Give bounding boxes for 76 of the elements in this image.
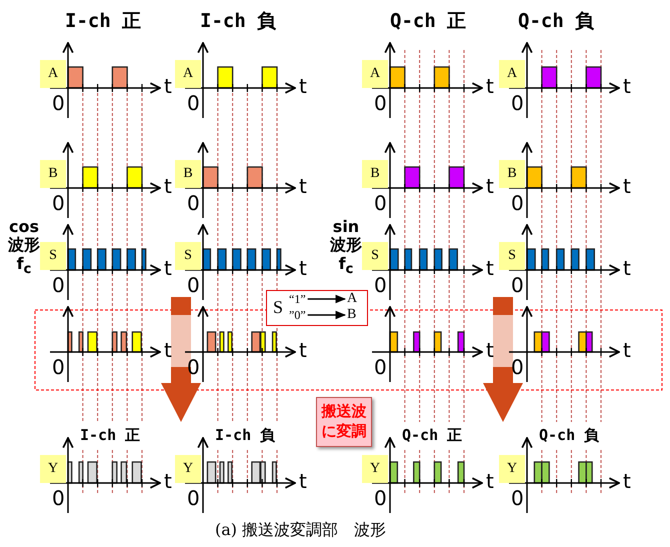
origin-label: 0 (511, 193, 524, 213)
signal-tag: Y (362, 455, 388, 483)
axis-label: t (299, 340, 307, 360)
axis-label: t (623, 340, 631, 360)
origin-label: 0 (187, 357, 200, 377)
signal-tag: A (40, 60, 66, 88)
signal-tag: B (40, 160, 66, 188)
origin-label: 0 (374, 275, 387, 295)
signal-tag: B (362, 160, 388, 188)
axis-label: t (164, 258, 172, 278)
origin-label: 0 (52, 357, 65, 377)
origin-label: 0 (52, 193, 65, 213)
origin-label: 0 (374, 193, 387, 213)
origin-label: 0 (187, 193, 200, 213)
origin-label: 0 (187, 488, 200, 508)
axis-label: t (299, 471, 307, 491)
signal-tag: B (175, 160, 201, 188)
signal-tag: A (362, 60, 388, 88)
signal-tag: S (40, 242, 66, 270)
origin-label: 0 (374, 357, 387, 377)
signal-tag: S (175, 242, 201, 270)
arrow (308, 310, 346, 320)
side-label: cos 波形 f$_{c}$ (7, 218, 41, 278)
column-heading: Q-ch 負 (518, 12, 594, 31)
axis-label: t (164, 76, 172, 96)
origin-label: 0 (52, 275, 65, 295)
origin-label: 0 (511, 93, 524, 113)
mapping-text: “1” (289, 293, 306, 305)
mapping-text: ”0” (289, 309, 306, 321)
plot-heading: Q-ch 正 (402, 428, 462, 443)
mapping-text: B (347, 308, 356, 322)
plot-heading: I-ch 正 (80, 428, 140, 443)
side-label: sin 波形 f$_{c}$ (329, 218, 363, 278)
axis-label: t (486, 258, 494, 278)
signal-tag: Y (175, 455, 201, 483)
axis-label: t (623, 471, 631, 491)
axis-label: t (623, 258, 631, 278)
origin-label: 0 (52, 488, 65, 508)
origin-label: 0 (52, 93, 65, 113)
origin-label: 0 (511, 275, 524, 295)
origin-label: 0 (511, 488, 524, 508)
signal-tag: Y (499, 455, 525, 483)
mapping-box (266, 290, 368, 326)
axis-label: t (299, 258, 307, 278)
plot-heading: Q-ch 負 (539, 428, 600, 443)
axis-label: t (486, 340, 494, 360)
axis-label: t (164, 176, 172, 196)
axis-label: t (299, 76, 307, 96)
signal-tag: Y (40, 455, 66, 483)
origin-label: 0 (187, 93, 200, 113)
axis-label: t (623, 76, 631, 96)
column-heading: Q-ch 正 (390, 12, 466, 31)
axis-label: t (486, 176, 494, 196)
signal-tag: A (175, 60, 201, 88)
origin-label: 0 (187, 275, 200, 295)
axis-label: t (486, 76, 494, 96)
column-heading: I-ch 負 (200, 12, 276, 31)
origin-label: 0 (374, 93, 387, 113)
mapping-text: S (273, 298, 284, 316)
axis-label: t (299, 176, 307, 196)
origin-label: 0 (511, 357, 524, 377)
plot-heading: I-ch 負 (215, 428, 276, 443)
modulation-box: 搬送波に変調 (316, 397, 372, 447)
arrow (308, 294, 346, 304)
signal-tag: S (499, 242, 525, 270)
origin-label: 0 (374, 488, 387, 508)
signal-tag: A (499, 60, 525, 88)
axis-label: t (164, 471, 172, 491)
column-heading: I-ch 正 (65, 12, 142, 31)
mapping-text: A (347, 292, 358, 306)
axis-label: t (486, 471, 494, 491)
axis-label: t (164, 340, 172, 360)
axis-label: t (623, 176, 631, 196)
signal-tag: B (499, 160, 525, 188)
signal-tag: S (362, 242, 388, 270)
caption: (a) 搬送波変調部 波形 (215, 522, 386, 538)
